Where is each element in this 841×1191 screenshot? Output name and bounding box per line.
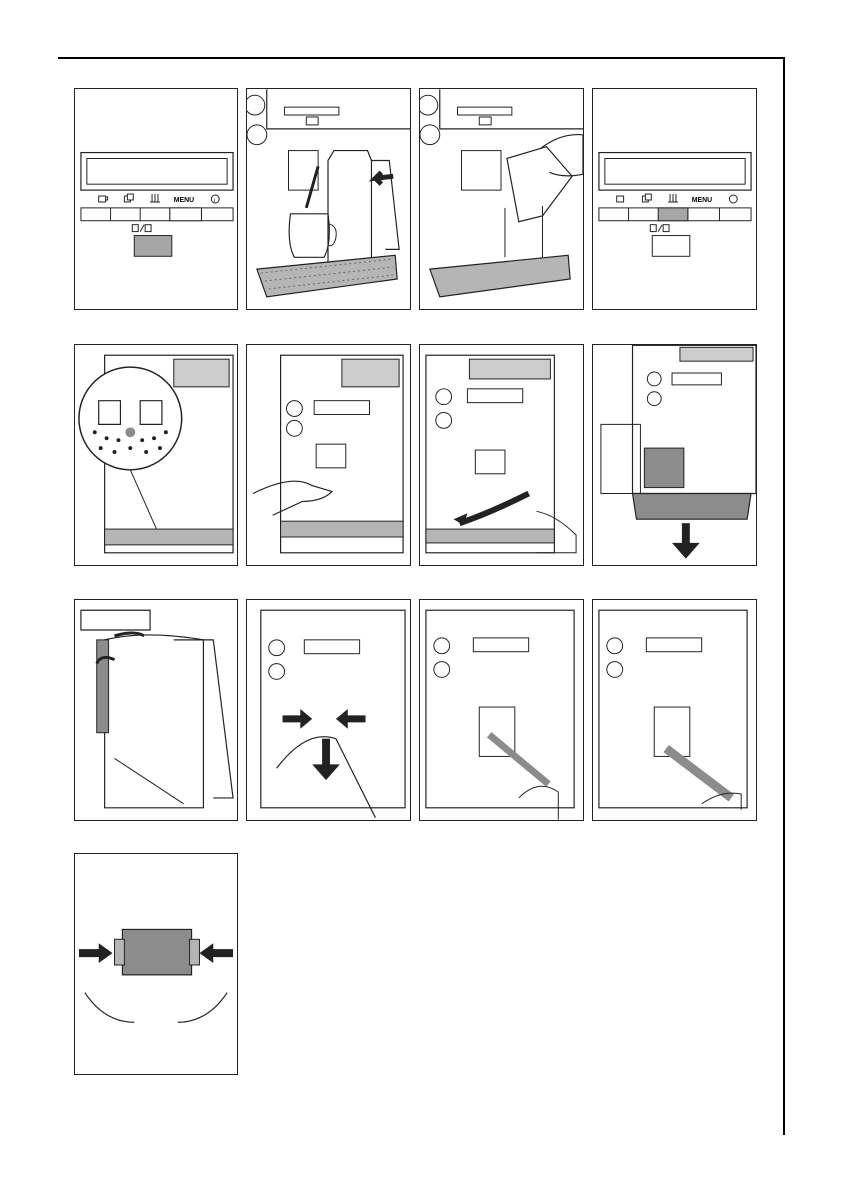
arrow-icon (375, 172, 393, 184)
highlighted-button[interactable] (134, 236, 172, 257)
figure-clean-brush (419, 599, 584, 821)
figure-remove-tray (592, 344, 757, 566)
arrow-icon (672, 523, 700, 559)
cup-mug-icon (132, 225, 151, 232)
display-illustration-2: MENU (593, 89, 756, 309)
menu-label: MENU (174, 197, 194, 204)
figure-open-door (419, 344, 584, 566)
brew-unit-remove-illustration (247, 600, 410, 820)
brew-unit-squeeze-illustration (75, 854, 237, 1074)
figure-jug-lid-tube (74, 599, 238, 821)
open-door-illustration (420, 345, 583, 565)
info-icon (729, 195, 737, 203)
coffee-cup-icon (99, 196, 108, 202)
figure-wipe-cloth (419, 88, 584, 310)
jug-lid-illustration (75, 600, 237, 820)
arrow-icon (283, 709, 366, 780)
figure-remove-brew-unit (246, 599, 411, 821)
figure-drip-tray-grid-detail (74, 344, 238, 566)
figure-press-tray-button (246, 344, 411, 566)
display-illustration: MENU i (75, 89, 237, 309)
top-rule (58, 57, 784, 59)
clean-spatula-illustration (593, 600, 756, 820)
info-icon: i (211, 195, 219, 204)
coffee-cup-icon (617, 196, 624, 202)
double-cup-icon (124, 194, 133, 202)
double-cup-icon (642, 194, 651, 202)
cup-mug-icon (650, 225, 669, 232)
cup-select-button[interactable] (652, 236, 690, 257)
tray-detail-illustration (75, 345, 237, 565)
svg-text:i: i (214, 198, 215, 204)
figure-milk-jug-attach (246, 88, 411, 310)
steam-icon (150, 194, 160, 202)
wipe-illustration (420, 89, 583, 309)
steam-icon (668, 194, 678, 202)
press-button-illustration (247, 345, 410, 565)
menu-label-2: MENU (692, 197, 712, 204)
steam-button-highlighted[interactable] (658, 208, 688, 221)
clean-brush-illustration (420, 600, 583, 820)
jug-illustration (247, 89, 410, 309)
right-margin-rule (783, 57, 785, 1135)
figure-brew-unit-squeeze (74, 853, 238, 1075)
figure-display-cup-key: MENU i (74, 88, 238, 310)
figure-display-steam-key: MENU (592, 88, 757, 310)
figure-clean-spatula (592, 599, 757, 821)
remove-tray-illustration (593, 345, 756, 565)
arrow-icon (454, 494, 529, 526)
